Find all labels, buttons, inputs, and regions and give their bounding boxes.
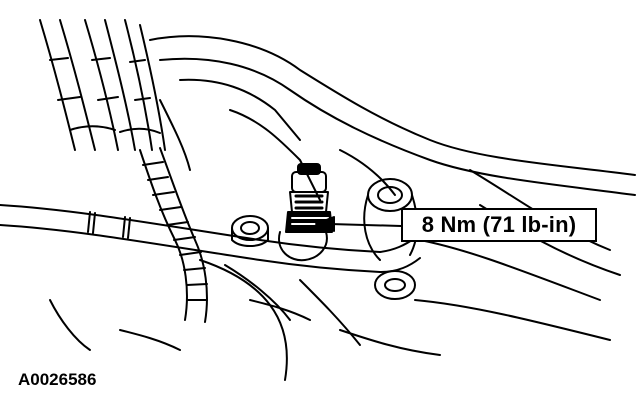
mounting-bolt [231, 215, 269, 247]
lower-bracket [49, 259, 441, 381]
coolant-tube [0, 204, 421, 273]
wiring-loom [139, 147, 208, 323]
temperature-sensor [278, 163, 333, 262]
figure-id-label: A0026586 [18, 370, 97, 389]
engine-housing [149, 35, 636, 276]
torque-spec-callout: 8 Nm (71 lb-in) [401, 208, 597, 242]
callout-leader-arrow [315, 216, 402, 232]
hose-bundle [39, 19, 166, 151]
right-fitting [363, 178, 611, 341]
torque-spec-text: 8 Nm (71 lb-in) [421, 212, 577, 237]
